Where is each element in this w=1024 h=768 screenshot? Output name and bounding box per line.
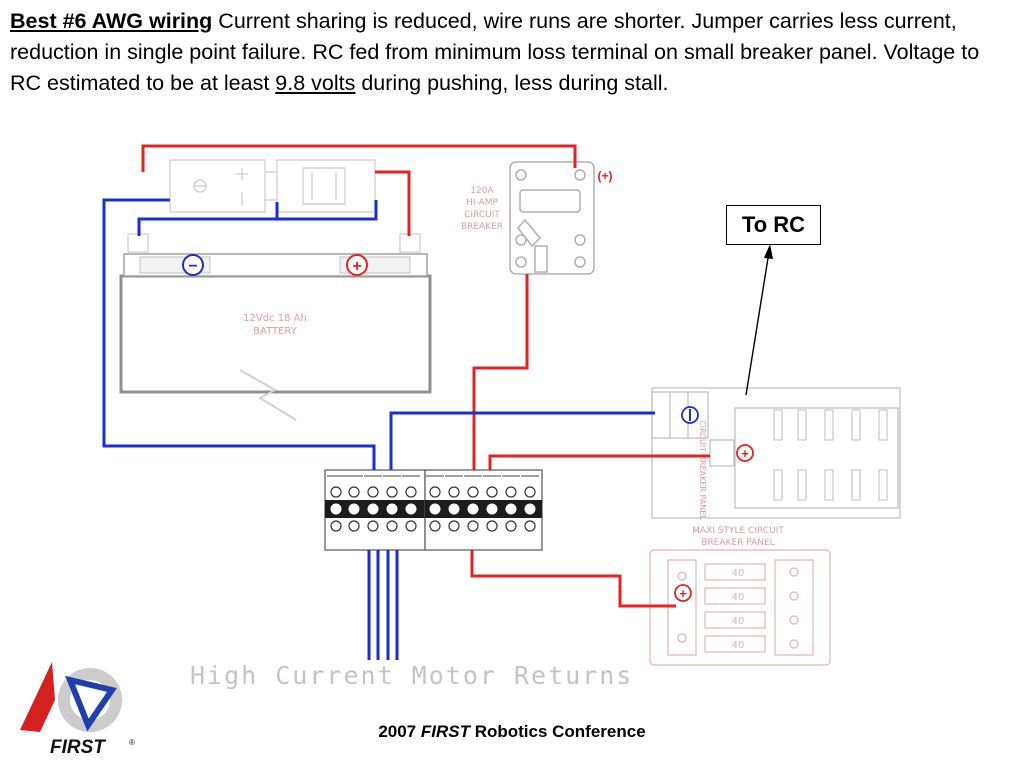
first-logo: FIRST ® [18, 656, 136, 758]
terminal-screw [348, 486, 360, 498]
maxi-breaker-slot [878, 469, 888, 501]
terminal-screw [467, 486, 479, 498]
positive-wires [141, 144, 710, 608]
terminal-screw [348, 520, 360, 532]
battery-positive-terminal: + [346, 254, 368, 276]
terminal-screw [448, 486, 460, 498]
maxi-label-2: BREAKER PANEL [701, 538, 774, 548]
maxi-breaker-slot [824, 469, 834, 501]
maxi-breaker-slot [851, 469, 861, 501]
terminal-screw [429, 503, 441, 515]
to-rc-label: To RC [726, 205, 821, 245]
footer-year: 2007 [378, 722, 421, 741]
terminal-screw [505, 503, 517, 515]
terminal-block-right [424, 469, 543, 551]
terminal-screw [448, 520, 460, 532]
terminal-screw [386, 503, 398, 515]
terminal-screw [405, 486, 417, 498]
heading-text-2: during pushing, less during stall. [355, 71, 669, 95]
terminal-screw [505, 520, 517, 532]
breaker-label-line1: 120A [470, 186, 494, 196]
terminal-screw [330, 486, 342, 498]
to-rc-arrow [745, 244, 773, 396]
svg-text:+: + [352, 258, 361, 275]
terminal-screw [367, 520, 379, 532]
small-breaker-1: 40 [732, 568, 745, 579]
maxi-breaker-slots [773, 409, 888, 501]
motor-returns-label: High Current Motor Returns [190, 661, 634, 690]
small-breaker-4: 40 [732, 640, 745, 651]
terminal-screw [386, 486, 398, 498]
small-breaker-2: 40 [732, 592, 745, 603]
breaker-label-line4: BREAKER [461, 222, 503, 232]
breaker-label-line3: CIRCUIT [464, 210, 500, 220]
heading-text-1: Current sharing is reduced, wire runs ar… [10, 9, 980, 95]
terminal-screw [486, 520, 498, 532]
negative-wires [102, 198, 655, 660]
small-panel-positive-terminal: + [674, 584, 692, 602]
svg-text:−: − [188, 258, 197, 275]
terminal-screw [524, 503, 536, 515]
terminal-screw [486, 503, 498, 515]
footer-rest: Robotics Conference [469, 722, 646, 741]
main-breaker-label: 120A HI-AMP CIRCUIT BREAKER [461, 186, 503, 232]
battery-label-2: BATTERY [253, 326, 298, 337]
maxi-label-1: MAXI STYLE CIRCUIT [692, 526, 784, 536]
maxi-panel-negative-terminal [681, 406, 699, 424]
terminal-screw [524, 520, 536, 532]
main-breaker-120a [509, 161, 595, 275]
terminal-screw [330, 503, 342, 515]
slide-heading: Best #6 AWG wiring Current sharing is re… [10, 6, 1015, 99]
logo-wordmark: FIRST [50, 737, 106, 758]
battery-label-1: 12Vdc 18 Ah [243, 313, 307, 324]
anderson-connector [169, 159, 376, 213]
heading-voltage: 9.8 volts [275, 71, 356, 95]
terminal-screw [386, 520, 398, 532]
maxi-breaker-slot [773, 469, 783, 501]
terminal-screw [429, 520, 441, 532]
cb-panel-vertical-label: CIRCUIT BREAKER PANEL [698, 420, 707, 520]
maxi-breaker-slot [824, 409, 834, 441]
breaker-label-line2: HI-AMP [466, 198, 498, 208]
terminal-block-screws [327, 475, 539, 532]
terminal-screw [524, 486, 536, 498]
terminal-screw [467, 520, 479, 532]
heading-lead: Best #6 AWG wiring [10, 9, 213, 33]
terminal-screw [405, 520, 417, 532]
terminal-screw [429, 486, 441, 498]
maxi-breaker-slot [851, 409, 861, 441]
maxi-breaker-slot [773, 409, 783, 441]
svg-text:+: + [741, 446, 749, 461]
terminal-screw [367, 503, 379, 515]
terminal-screw [405, 503, 417, 515]
svg-text:+: + [679, 586, 687, 601]
terminal-screw [467, 503, 479, 515]
small-breaker-ratings: 40 40 40 40 [732, 568, 745, 651]
terminal-screw [505, 486, 517, 498]
battery-negative-terminal: − [182, 254, 204, 276]
maxi-breaker-slot [878, 409, 888, 441]
terminal-screw [367, 486, 379, 498]
footer-first: FIRST [420, 722, 470, 741]
logo-registered: ® [129, 738, 135, 747]
small-breaker-3: 40 [732, 616, 745, 627]
breaker-plus-marker: (+) [597, 169, 612, 183]
maxi-breaker-slot [797, 409, 807, 441]
maxi-panel-label: MAXI STYLE CIRCUIT BREAKER PANEL CIRCUIT… [692, 420, 784, 548]
terminal-screw [486, 486, 498, 498]
battery: 12Vdc 18 Ah BATTERY [119, 233, 432, 421]
terminal-screw [348, 503, 360, 515]
terminal-screw [448, 503, 460, 515]
maxi-breaker-slot [797, 469, 807, 501]
terminal-screw [330, 520, 342, 532]
footer-conference: 2007 FIRST Robotics Conference [0, 722, 1024, 742]
maxi-panel-positive-terminal: + [736, 444, 754, 462]
